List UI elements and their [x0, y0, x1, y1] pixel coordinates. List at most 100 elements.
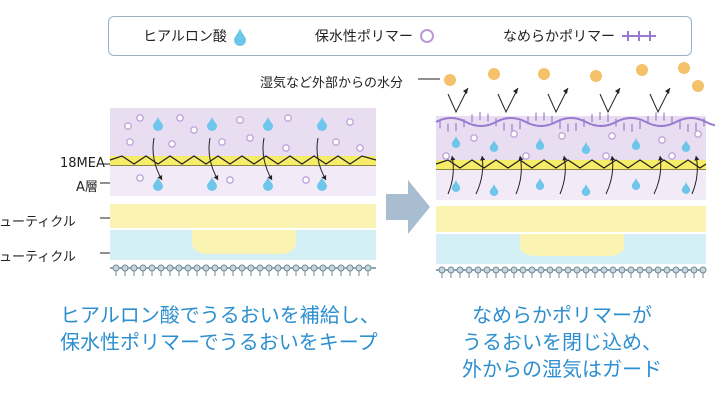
moisture-particle — [692, 80, 704, 92]
right-caption-line-1: なめらかポリマーが — [472, 303, 652, 327]
ring-icon — [602, 152, 610, 160]
arrow-head — [463, 88, 468, 94]
bead — [600, 266, 608, 274]
deflect-arrow — [649, 87, 671, 114]
deflect-arrow — [547, 87, 569, 114]
ring-icon — [136, 174, 144, 182]
right-caption-line-3: 外からの湿気はガード — [462, 357, 662, 381]
left-caption-line-2: 保水性ポリマーでうるおいをキープ — [60, 330, 378, 354]
moisture-particles — [444, 62, 704, 92]
ring-icon — [236, 116, 244, 124]
water-drop-icon — [317, 116, 327, 131]
arrow-head — [658, 156, 664, 161]
arrow-head — [518, 156, 524, 161]
bead — [274, 264, 282, 272]
ring-icon — [332, 138, 340, 146]
deflect-arrow — [599, 87, 621, 114]
left-caption-line-1: ヒアルロン酸でうるおいを補給し、 — [60, 303, 380, 327]
arrow-head — [513, 88, 518, 94]
water-drop-icon — [233, 27, 246, 46]
a-layer — [436, 170, 706, 200]
smooth-polymer-film — [435, 117, 715, 127]
mea-band — [436, 160, 706, 170]
bead — [564, 266, 572, 274]
transition-arrow-icon — [386, 180, 430, 234]
ring-icon — [218, 138, 226, 146]
water-polymer-rings — [442, 130, 702, 160]
ring-icon — [126, 138, 134, 146]
bead — [229, 264, 237, 272]
water-drop-icon — [631, 137, 641, 150]
water-drop-icon — [153, 116, 163, 131]
arrow-head — [450, 156, 456, 161]
bead — [582, 266, 590, 274]
ring-icon — [346, 118, 354, 126]
water-drop-icon — [489, 183, 499, 196]
deflect-arrow — [447, 87, 469, 114]
right-caption: なめらかポリマーが うるおいを閉じ込め、 外からの湿気はガード — [432, 302, 692, 383]
ring-icon — [282, 144, 290, 152]
arrow-head — [267, 175, 273, 180]
polymer-layer — [110, 108, 376, 156]
ring-icon — [246, 134, 254, 142]
water-drop-icon — [451, 135, 461, 148]
ring-icon — [522, 152, 530, 160]
water-drop-icon — [631, 177, 641, 190]
arrow-head — [157, 175, 163, 180]
arrow-head — [321, 175, 327, 180]
bead — [447, 266, 455, 274]
membrane-beads — [438, 266, 707, 278]
water-drop-icon — [153, 176, 163, 191]
mea-band — [110, 156, 376, 166]
moisture-particle — [444, 74, 456, 86]
legend-box: ヒアルロン酸 保水性ポリマー なめらかポリマー — [108, 16, 692, 56]
moisture-particle — [538, 68, 550, 80]
ring-icon — [608, 132, 616, 140]
a-layer — [110, 166, 376, 196]
bead — [310, 264, 318, 272]
bead — [591, 266, 599, 274]
bead — [618, 266, 626, 274]
a-layer-label: A層 — [76, 180, 98, 195]
bead — [166, 264, 174, 272]
cortex-bump — [520, 234, 624, 256]
cuticle-layer-1 — [436, 206, 706, 232]
water-drop-icon — [581, 183, 591, 196]
moisture-particle — [678, 62, 690, 74]
bead — [157, 264, 165, 272]
bead — [238, 264, 246, 272]
bead — [555, 266, 563, 274]
arrow-head — [480, 156, 486, 161]
bead — [256, 264, 264, 272]
bead — [627, 266, 635, 274]
bead — [492, 266, 500, 274]
moisture-leader-line — [418, 78, 440, 80]
arrow-head — [694, 156, 700, 161]
bead — [328, 264, 336, 272]
water-drop-icon — [263, 176, 273, 191]
ring-icon — [442, 152, 450, 160]
right-caption-line-2: うるおいを閉じ込め、 — [462, 330, 662, 354]
arrow-head — [562, 156, 568, 161]
water-drop-icon — [681, 139, 691, 152]
moisture-particle — [488, 68, 500, 80]
ring-icon — [658, 136, 666, 144]
retention-arrows — [447, 155, 700, 195]
mea-label: 18MEA — [60, 156, 105, 171]
bead — [355, 264, 363, 272]
bead — [211, 264, 219, 272]
moisture-label: 湿気など外部からの水分 — [260, 76, 404, 91]
ring-icon — [470, 134, 478, 142]
absorption-arrows — [152, 137, 327, 181]
bead — [456, 266, 464, 274]
legend-label: なめらかポリマー — [502, 29, 615, 45]
ring-icon — [694, 130, 702, 138]
bead — [292, 264, 300, 272]
bead — [501, 266, 509, 274]
bead — [319, 264, 327, 272]
water-drop-icon — [207, 176, 217, 191]
bead — [465, 266, 473, 274]
bead — [510, 266, 518, 274]
ring-icon — [558, 132, 566, 140]
ring-icon — [226, 176, 234, 184]
